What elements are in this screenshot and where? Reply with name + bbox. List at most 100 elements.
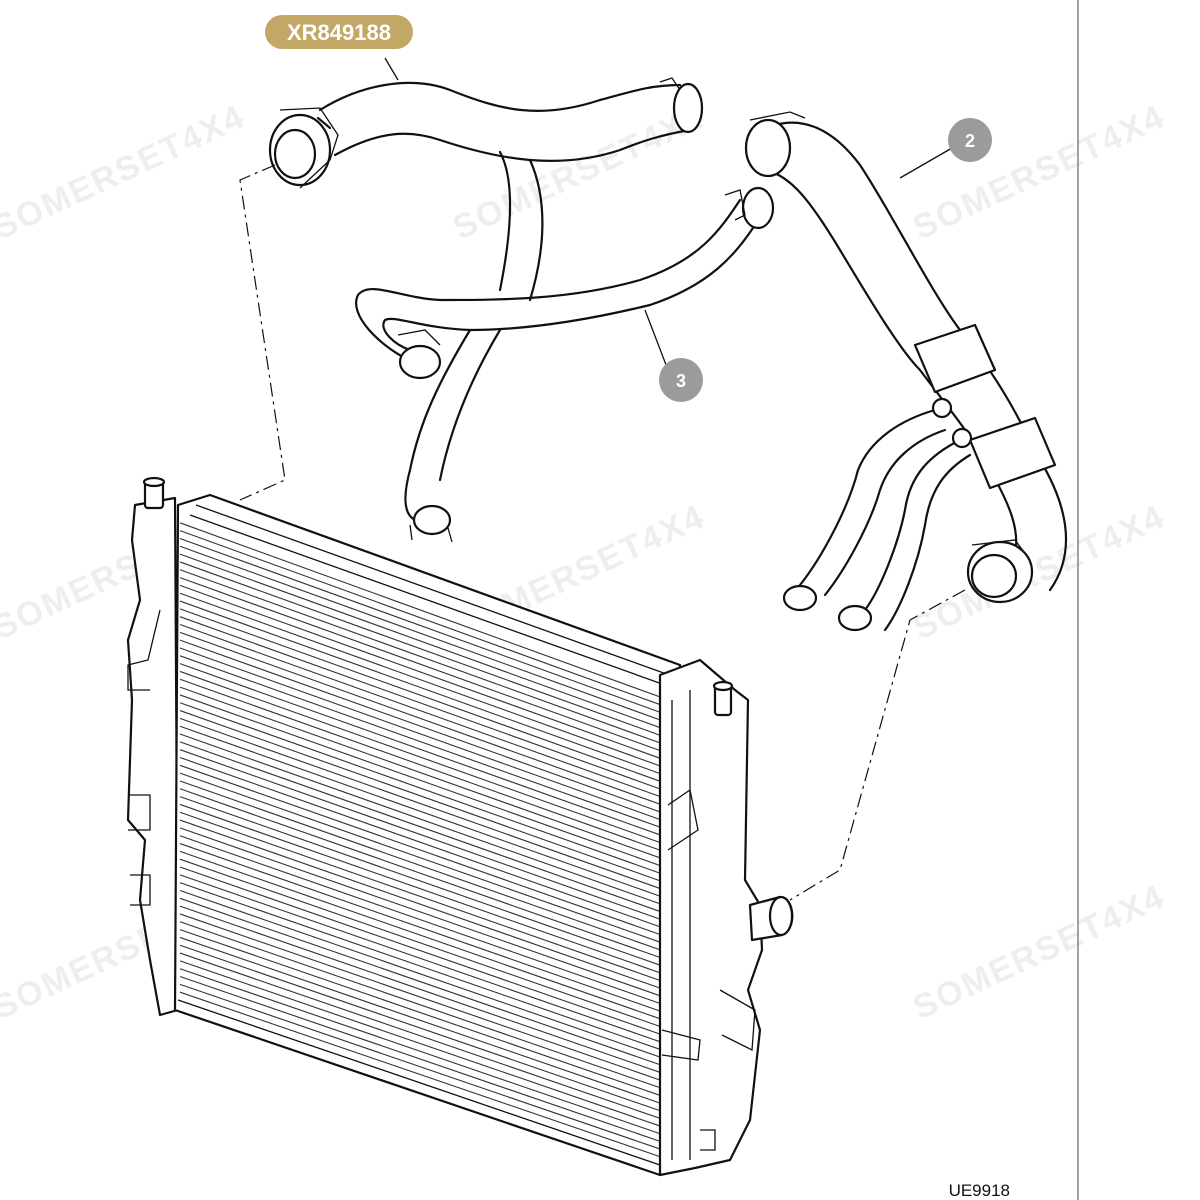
radiator-fin xyxy=(179,968,663,1135)
hose-loop-end xyxy=(398,344,442,380)
hose-right-small-branch-end xyxy=(782,584,818,612)
callout-2-label: 2 xyxy=(965,131,975,151)
hose-clamp-tab-icon xyxy=(316,116,332,130)
hose-right-small-branch xyxy=(798,408,947,597)
hose-branch-down-clamp xyxy=(409,524,453,543)
watermark-text: SOMERSET4X4 xyxy=(0,97,251,247)
hose-upper-right-end xyxy=(672,82,704,134)
radiator-fin xyxy=(179,882,663,1051)
radiator-fin xyxy=(179,897,663,1066)
radiator-top-rail xyxy=(195,504,673,677)
radiator-fin xyxy=(179,537,663,714)
radiator-left-bracket xyxy=(130,874,151,906)
hose-right-small-branch-joint xyxy=(951,427,973,449)
leader-line-2 xyxy=(899,147,953,179)
hose-right-top-clamp xyxy=(749,111,806,121)
radiator-fin xyxy=(179,960,663,1128)
radiator-fin xyxy=(179,616,663,791)
radiator-fin xyxy=(179,772,663,944)
radiator-fin xyxy=(179,717,663,890)
radiator-fin xyxy=(179,850,663,1020)
watermark-text: SOMERSET4X4 xyxy=(907,497,1171,647)
radiator-right-neck-cap xyxy=(712,680,734,692)
radiator-fin xyxy=(179,561,663,737)
radiator-fin xyxy=(179,803,663,974)
hose-right-small-branch-end xyxy=(837,604,873,632)
part-number-badge-bg xyxy=(265,15,413,49)
radiator-bottom-rail xyxy=(177,999,661,1166)
radiator[interactable] xyxy=(126,476,794,1177)
radiator-right-tank xyxy=(658,658,764,1177)
radiator-fin xyxy=(179,639,663,814)
radiator-fin xyxy=(179,796,663,967)
radiator-fin xyxy=(179,702,663,875)
callout-3-label: 3 xyxy=(676,371,686,391)
hose-branch-lower xyxy=(382,223,757,352)
hose-upper-left-outline xyxy=(333,128,692,162)
radiator-fin xyxy=(179,889,663,1059)
hose-right-top-end xyxy=(744,118,792,178)
hose-branch-lower xyxy=(355,198,742,360)
radiator-fin xyxy=(179,522,663,699)
hose-branch-down xyxy=(404,328,502,522)
hose-right[interactable] xyxy=(744,111,1068,632)
radiator-fin xyxy=(179,623,663,798)
radiator-fin xyxy=(179,686,663,860)
diagram-code: UE9918 xyxy=(949,1181,1010,1200)
callout-2[interactable]: 2 xyxy=(948,118,992,162)
hose-right-sleeve xyxy=(968,416,1057,490)
hose-right-sleeve xyxy=(913,323,997,394)
radiator-fin xyxy=(179,592,663,768)
radiator-right-bracket xyxy=(719,989,756,1052)
radiator-fin xyxy=(179,905,663,1074)
hose-right-bottom-end-inner xyxy=(970,553,1018,599)
radiator-fin xyxy=(179,663,663,837)
radiator-fin xyxy=(179,788,663,959)
hose-branch-down-end xyxy=(412,504,452,536)
radiator-right-tank-ribs xyxy=(671,690,691,1160)
radiator-fin xyxy=(179,545,663,722)
radiator-fin xyxy=(179,983,663,1151)
part-number-badge[interactable]: XR849188 xyxy=(265,15,413,49)
hose-upper-left-outline xyxy=(318,81,682,113)
radiator-fin xyxy=(179,749,663,921)
hose-loop-clamp xyxy=(397,329,441,346)
radiator-left-bracket xyxy=(127,609,161,691)
callout-3-circle xyxy=(659,358,703,402)
hose-right-small-branch-joint xyxy=(931,397,953,419)
radiator-fin xyxy=(179,858,663,1028)
hose-branch-lower-end xyxy=(741,186,775,230)
hose-upper-left-end-inner xyxy=(273,128,317,180)
radiator-fin xyxy=(179,631,663,806)
radiator-fin xyxy=(179,976,663,1143)
radiator-fin xyxy=(179,913,663,1082)
radiator-fins xyxy=(179,522,663,1158)
hose-upper-right-clamp xyxy=(659,77,681,91)
hose-upper-left[interactable] xyxy=(268,77,775,543)
leader-line-part xyxy=(384,57,399,81)
radiator-fin xyxy=(179,670,663,844)
leader-line-3 xyxy=(644,309,669,371)
hose-right-bottom-clamp xyxy=(971,539,1031,561)
radiator-fin xyxy=(179,929,663,1097)
radiator-fin xyxy=(179,866,663,1036)
watermark-text: SOMERSET4X4 xyxy=(447,97,711,247)
part-number-label: XR849188 xyxy=(287,20,391,45)
radiator-fin xyxy=(179,553,663,729)
radiator-fin xyxy=(179,584,663,760)
callout-3[interactable]: 3 xyxy=(659,358,703,402)
radiator-fin xyxy=(179,991,663,1158)
hose-branch-lower-clamp xyxy=(724,189,746,221)
radiator-fin xyxy=(179,874,663,1043)
radiator-right-bracket xyxy=(700,1129,716,1151)
radiator-fin xyxy=(179,530,663,706)
radiator-fin xyxy=(179,733,663,906)
hose-right-outline xyxy=(763,168,1018,557)
radiator-fin xyxy=(179,921,663,1089)
radiator-fin xyxy=(179,936,663,1105)
radiator-fin xyxy=(179,710,663,883)
radiator-outlet-opening xyxy=(768,895,794,937)
hose-right-small-branch xyxy=(863,438,972,632)
hose-branch xyxy=(498,150,544,302)
radiator-fin xyxy=(179,843,663,1013)
